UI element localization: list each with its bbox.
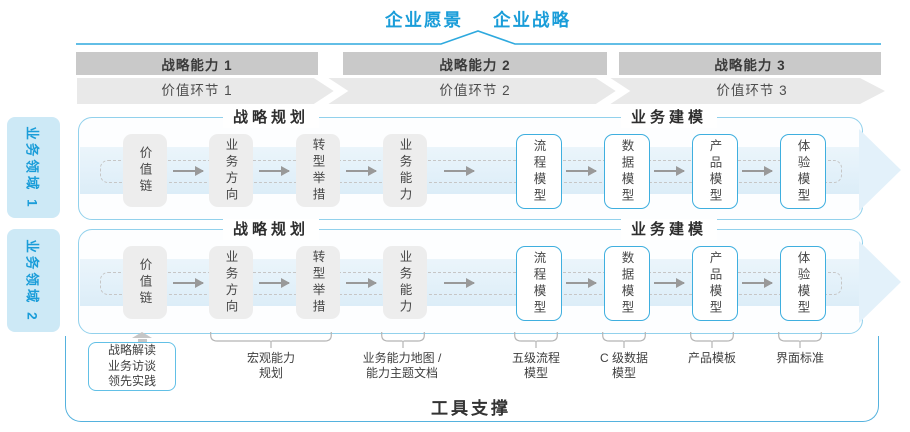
box-business-capability: 业务能力 <box>383 134 427 207</box>
box-product-model: 产品模型 <box>692 246 738 321</box>
value-band-2: 价值环节 2 <box>439 83 511 98</box>
flow-arrow-icon <box>346 278 377 287</box>
callout-business-capability-map: 业务能力地图 / 能力主题文档 <box>362 351 442 380</box>
domain-row-1: 战略规划 业务建模 价值链 业务方向 转型举措 业务能力 流程模型 数据模型 产… <box>78 107 901 220</box>
brace-icon <box>514 332 558 348</box>
box-value-chain: 价值链 <box>123 246 167 319</box>
section-title-strategic-planning: 战略规划 <box>222 219 320 240</box>
flow-arrow-icon <box>654 166 685 175</box>
flow-arrow-icon <box>444 278 475 287</box>
value-band-1: 价值环节 1 <box>161 83 233 98</box>
callout-l5-process-model: 五级流程 模型 <box>511 351 561 380</box>
box-business-capability: 业务能力 <box>383 246 427 319</box>
brace-icon <box>381 332 425 348</box>
box-value-chain: 价值链 <box>123 134 167 207</box>
peak-line <box>76 30 881 45</box>
capability-band-3: 战略能力 3 <box>619 52 881 75</box>
up-arrow-icon <box>132 332 153 343</box>
capability-band-1: 战略能力 1 <box>76 52 318 75</box>
domain-label-1: 业务领域 1 <box>7 117 60 218</box>
flow-arrow-icon <box>346 166 377 175</box>
box-process-model: 流程模型 <box>516 246 562 321</box>
box-experience-model: 体验模型 <box>780 246 826 321</box>
brace-icon <box>690 332 734 348</box>
box-transformation-initiatives: 转型举措 <box>296 246 340 319</box>
section-title-business-modeling: 业务建模 <box>620 219 718 240</box>
box-data-model: 数据模型 <box>604 134 650 209</box>
flow-arrow-icon <box>742 166 773 175</box>
flow-arrow-icon <box>173 278 204 287</box>
flow-arrow-icon <box>173 166 204 175</box>
box-data-model: 数据模型 <box>604 246 650 321</box>
flow-arrow-icon <box>742 278 773 287</box>
strategy-title: 企业战略 <box>493 10 571 30</box>
value-band-chevrons <box>77 78 885 104</box>
box-business-direction: 业务方向 <box>209 246 253 319</box>
capability-band-2: 战略能力 2 <box>343 52 607 75</box>
callout-product-template: 产品模板 <box>687 351 737 365</box>
flow-arrow-icon <box>259 166 290 175</box>
flow-arrow-icon <box>566 278 597 287</box>
box-process-model: 流程模型 <box>516 134 562 209</box>
callout-strategy-interpretation-box: 战略解读 业务访谈 领先实践 <box>88 342 176 391</box>
tool-support-container <box>65 336 879 422</box>
flow-band-arrow-head <box>859 241 901 323</box>
value-band: 价值环节 1 价值环节 2 价值环节 3 <box>77 78 885 104</box>
box-product-model: 产品模型 <box>692 134 738 209</box>
flow-arrow-icon <box>654 278 685 287</box>
domain-row-2: 战略规划 业务建模 价值链 业务方向 转型举措 业务能力 流程模型 数据模型 产… <box>78 219 901 334</box>
callout-macro-capability-planning: 宏观能力 规划 <box>246 351 296 380</box>
flow-arrow-icon <box>444 166 475 175</box>
flow-band-arrow-head <box>859 129 901 211</box>
domain-label-2: 业务领域 2 <box>7 229 60 332</box>
dashed-track <box>100 272 842 295</box>
callout-c-level-data-model: C 级数据 模型 <box>599 351 649 380</box>
flow-arrow-icon <box>259 278 290 287</box>
dashed-track <box>100 160 842 183</box>
section-title-strategic-planning: 战略规划 <box>222 107 320 128</box>
brace-icon <box>602 332 646 348</box>
callout-ui-standard: 界面标准 <box>775 351 825 365</box>
box-experience-model: 体验模型 <box>780 134 826 209</box>
brace-icon <box>778 332 822 348</box>
tool-support-title: 工具支撑 <box>431 399 511 418</box>
brace-icon <box>210 332 332 348</box>
vision-title: 企业愿景 <box>385 10 463 30</box>
page-title: 企业愿景 企业战略 <box>385 7 571 32</box>
section-title-business-modeling: 业务建模 <box>620 107 718 128</box>
box-business-direction: 业务方向 <box>209 134 253 207</box>
flow-arrow-icon <box>566 166 597 175</box>
value-band-3: 价值环节 3 <box>716 83 788 98</box>
box-transformation-initiatives: 转型举措 <box>296 134 340 207</box>
